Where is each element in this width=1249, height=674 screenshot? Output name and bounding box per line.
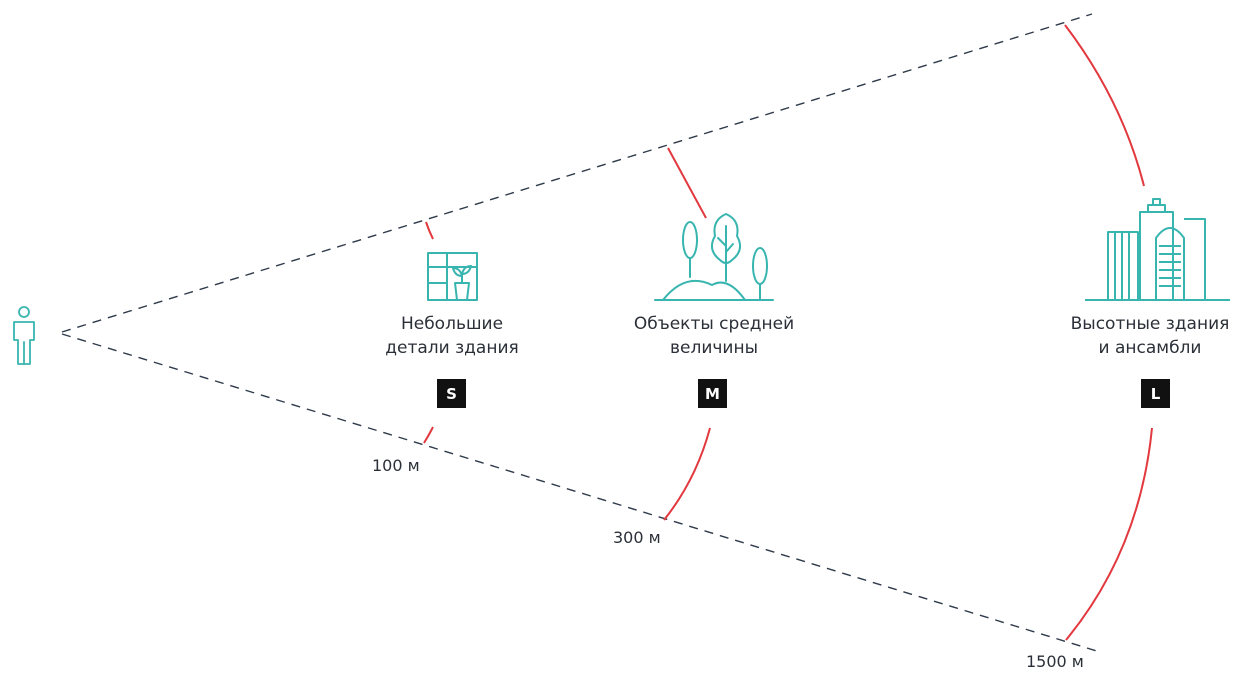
zone-m-label-line2: величины (669, 338, 759, 358)
zone-l-label-line2: и ансамбли (1098, 338, 1202, 358)
lower-sight-line (61, 333, 1101, 653)
zone-l-label: Высотные здания и ансамбли (1052, 312, 1248, 360)
arc-100m (423, 221, 434, 444)
arc-1500m (1064, 24, 1153, 641)
zone-l-badge: L (1141, 379, 1170, 408)
person-icon (13, 306, 35, 365)
zone-s-label: Небольшие детали здания (372, 312, 532, 360)
trees-icon (654, 213, 774, 301)
window-plant-icon (427, 252, 478, 301)
zone-m-distance: 300 м (613, 528, 661, 547)
zone-m-badge: M (698, 379, 727, 408)
zone-m-label: Объекты средней величины (612, 312, 816, 360)
zone-s-label-line2: детали здания (385, 338, 519, 358)
skyscrapers-icon (1085, 198, 1230, 301)
zone-l-distance: 1500 м (1026, 652, 1084, 671)
zone-m-label-line1: Объекты средней (633, 314, 795, 334)
zone-s-label-line1: Небольшие (400, 314, 504, 334)
zone-l-label-line1: Высотные здания (1070, 314, 1230, 334)
arc-300m (663, 147, 711, 521)
zone-s-distance: 100 м (372, 456, 420, 475)
upper-sight-line (61, 13, 1093, 333)
zone-s-badge: S (437, 379, 466, 408)
